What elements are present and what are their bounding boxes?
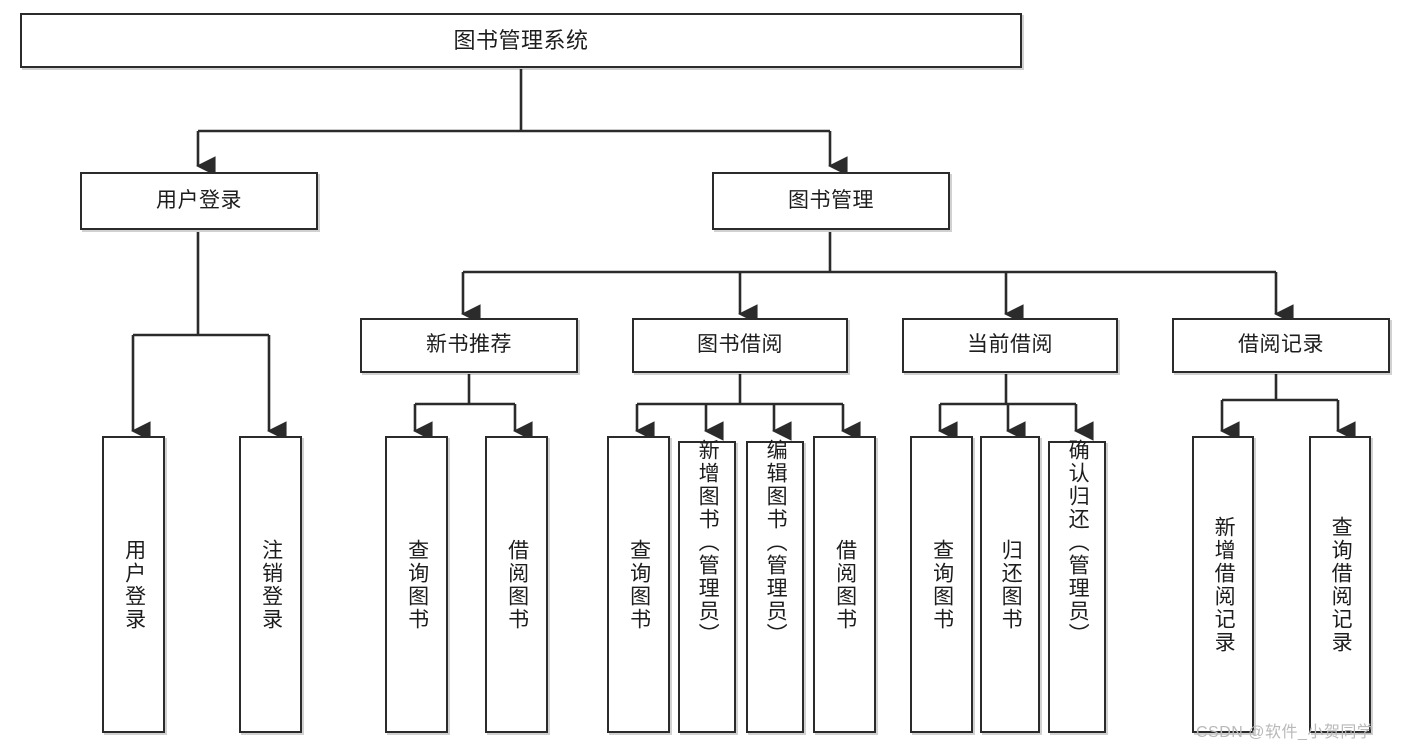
node-user-login-label: 用户登录: [156, 188, 242, 212]
node-book-borrow[interactable]: 图书借阅: [632, 318, 848, 373]
leaf-return-book-label: 归还图书: [999, 538, 1023, 631]
node-root[interactable]: 图书管理系统: [20, 13, 1022, 68]
leaf-query-record-label: 查询借阅记录: [1329, 515, 1353, 654]
node-borrow-record-label: 借阅记录: [1238, 333, 1324, 357]
leaf-add-record[interactable]: 新增借阅记录: [1192, 436, 1254, 733]
node-book-manage[interactable]: 图书管理: [712, 172, 950, 230]
leaf-borrow-book-1-label: 借阅图书: [505, 538, 529, 631]
leaf-borrow-book-2-label: 借阅图书: [833, 538, 857, 631]
leaf-edit-book-label: 编辑图书（管理员）: [764, 439, 788, 646]
leaf-query-book-2[interactable]: 查询图书: [607, 436, 670, 733]
leaf-query-record[interactable]: 查询借阅记录: [1309, 436, 1371, 733]
node-book-borrow-label: 图书借阅: [697, 333, 783, 357]
leaf-edit-book[interactable]: 编辑图书（管理员）: [746, 439, 804, 733]
leaf-query-book-3[interactable]: 查询图书: [910, 436, 973, 733]
leaf-borrow-book-2[interactable]: 借阅图书: [813, 436, 876, 733]
leaf-user-logout-label: 注销登录: [259, 538, 283, 631]
leaf-user-login[interactable]: 用户登录: [102, 436, 165, 733]
leaf-add-book[interactable]: 新增图书（管理员）: [678, 439, 736, 733]
node-current-borrow-label: 当前借阅: [967, 333, 1053, 357]
node-root-label: 图书管理系统: [453, 27, 589, 53]
csdn-watermark: CSDN @软件_小贺同学: [1196, 724, 1374, 741]
leaf-confirm-return-label: 确认归还（管理员）: [1066, 439, 1090, 646]
leaf-confirm-return[interactable]: 确认归还（管理员）: [1048, 439, 1106, 733]
leaf-user-logout[interactable]: 注销登录: [239, 436, 302, 733]
node-book-manage-label: 图书管理: [788, 188, 874, 212]
leaf-query-book-1-label: 查询图书: [405, 538, 429, 631]
node-borrow-record[interactable]: 借阅记录: [1172, 318, 1390, 373]
leaf-add-book-label: 新增图书（管理员）: [696, 439, 720, 646]
node-user-login[interactable]: 用户登录: [80, 172, 318, 230]
leaf-return-book[interactable]: 归还图书: [980, 436, 1040, 733]
leaf-query-book-3-label: 查询图书: [930, 538, 954, 631]
leaf-add-record-label: 新增借阅记录: [1212, 515, 1236, 654]
node-new-book-rec[interactable]: 新书推荐: [360, 318, 578, 373]
node-new-book-rec-label: 新书推荐: [426, 333, 512, 357]
leaf-user-login-label: 用户登录: [122, 538, 146, 631]
leaf-borrow-book-1[interactable]: 借阅图书: [485, 436, 548, 733]
leaf-query-book-2-label: 查询图书: [627, 538, 651, 631]
node-current-borrow[interactable]: 当前借阅: [902, 318, 1118, 373]
leaf-query-book-1[interactable]: 查询图书: [385, 436, 448, 733]
